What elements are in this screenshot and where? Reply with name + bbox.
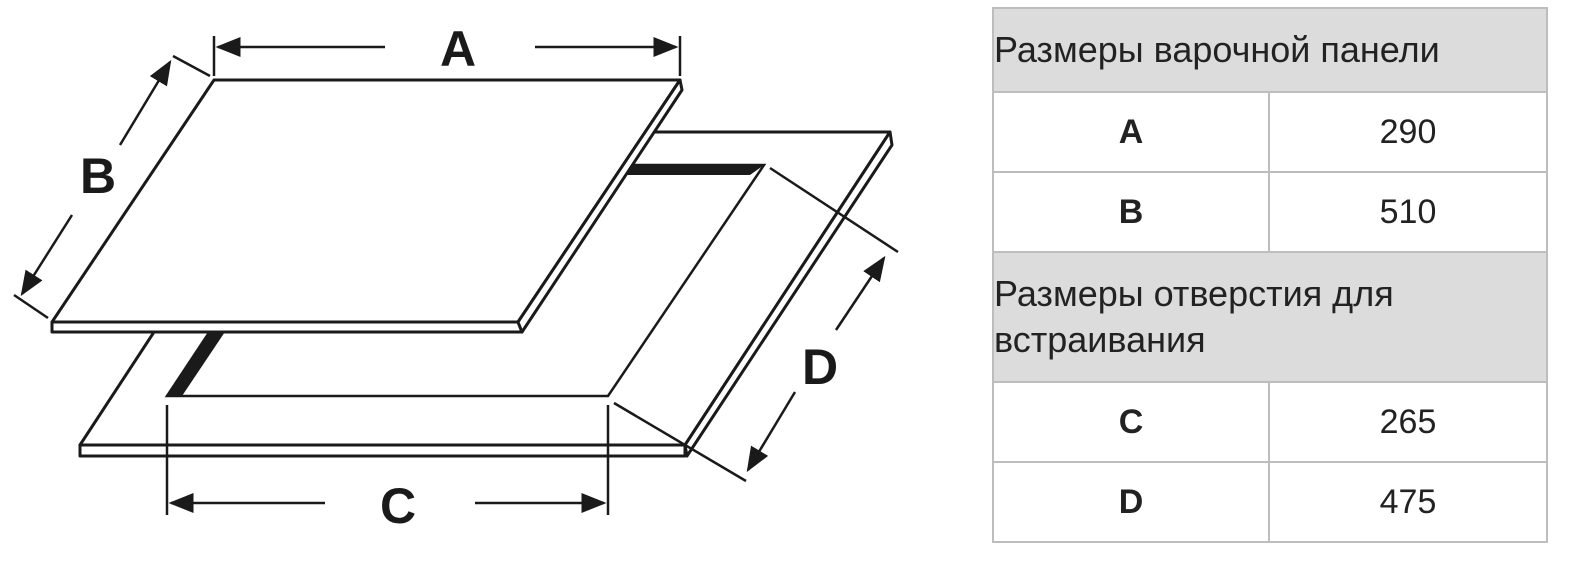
section-title-hob: Размеры варочной панели (992, 7, 1548, 93)
dimension-b (13, 54, 211, 320)
dimension-value: 475 (1268, 461, 1548, 543)
dimension-value: 290 (1268, 91, 1548, 173)
section-header-cutout: Размеры отверстия для встраивания (992, 251, 1548, 383)
hob-dimensions-diagram: A B C D (13, 21, 899, 534)
dimension-d (613, 166, 899, 483)
section-header-hob: Размеры варочной панели (992, 7, 1548, 93)
table-row: D 475 (992, 461, 1548, 543)
dimension-key: D (992, 461, 1270, 543)
label-a: A (440, 21, 476, 77)
dimension-key: B (992, 171, 1270, 253)
hob-panel (50, 78, 684, 334)
table-row: C 265 (992, 381, 1548, 463)
table-row: A 290 (992, 91, 1548, 173)
dimension-a (212, 36, 682, 76)
dimension-value: 510 (1268, 171, 1548, 253)
table-row: B 510 (992, 171, 1548, 253)
dimension-key: A (992, 91, 1270, 173)
dimension-value: 265 (1268, 381, 1548, 463)
label-d: D (802, 339, 838, 395)
section-title-cutout: Размеры отверстия для встраивания (992, 251, 1548, 383)
dimensions-table: Размеры варочной панели A 290 B 510 Разм… (992, 7, 1548, 543)
label-b: B (80, 148, 116, 204)
dimension-c (165, 405, 610, 515)
dimension-key: C (992, 381, 1270, 463)
label-c: C (380, 478, 416, 534)
